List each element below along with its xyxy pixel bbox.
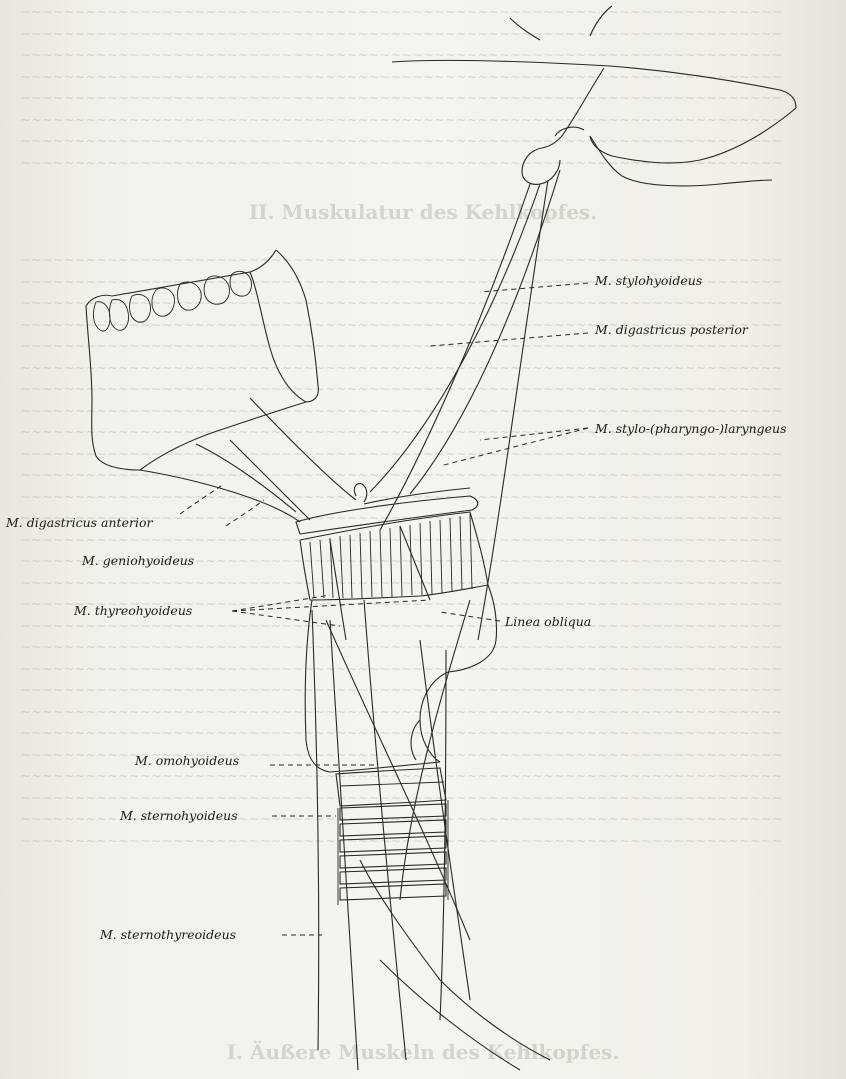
trachea [336,768,448,905]
skull-base-outline [392,6,796,186]
label-sternohyoideus: M. sternohyoideus [119,808,238,823]
labels: M. stylohyoideus M. digastricus posterio… [5,273,787,942]
label-thyreohyoideus: M. thyreohyoideus [73,603,192,618]
label-digastricus-anterior: M. digastricus anterior [5,515,153,530]
label-digastricus-posterior: M. digastricus posterior [594,322,749,337]
label-omohyoideus: M. omohyoideus [134,753,239,768]
thyroid-cartilage [300,512,497,772]
label-sternothyreoideus: M. sternothyreoideus [99,927,236,942]
label-linea-obliqua: Linea obliqua [504,614,591,629]
label-stylohyoideus: M. stylohyoideus [594,273,702,288]
label-geniohyoideus: M. geniohyoideus [81,553,194,568]
label-stylo-laryngeus: M. stylo-(pharyngo-)laryngeus [594,421,787,436]
mandible [86,250,318,470]
